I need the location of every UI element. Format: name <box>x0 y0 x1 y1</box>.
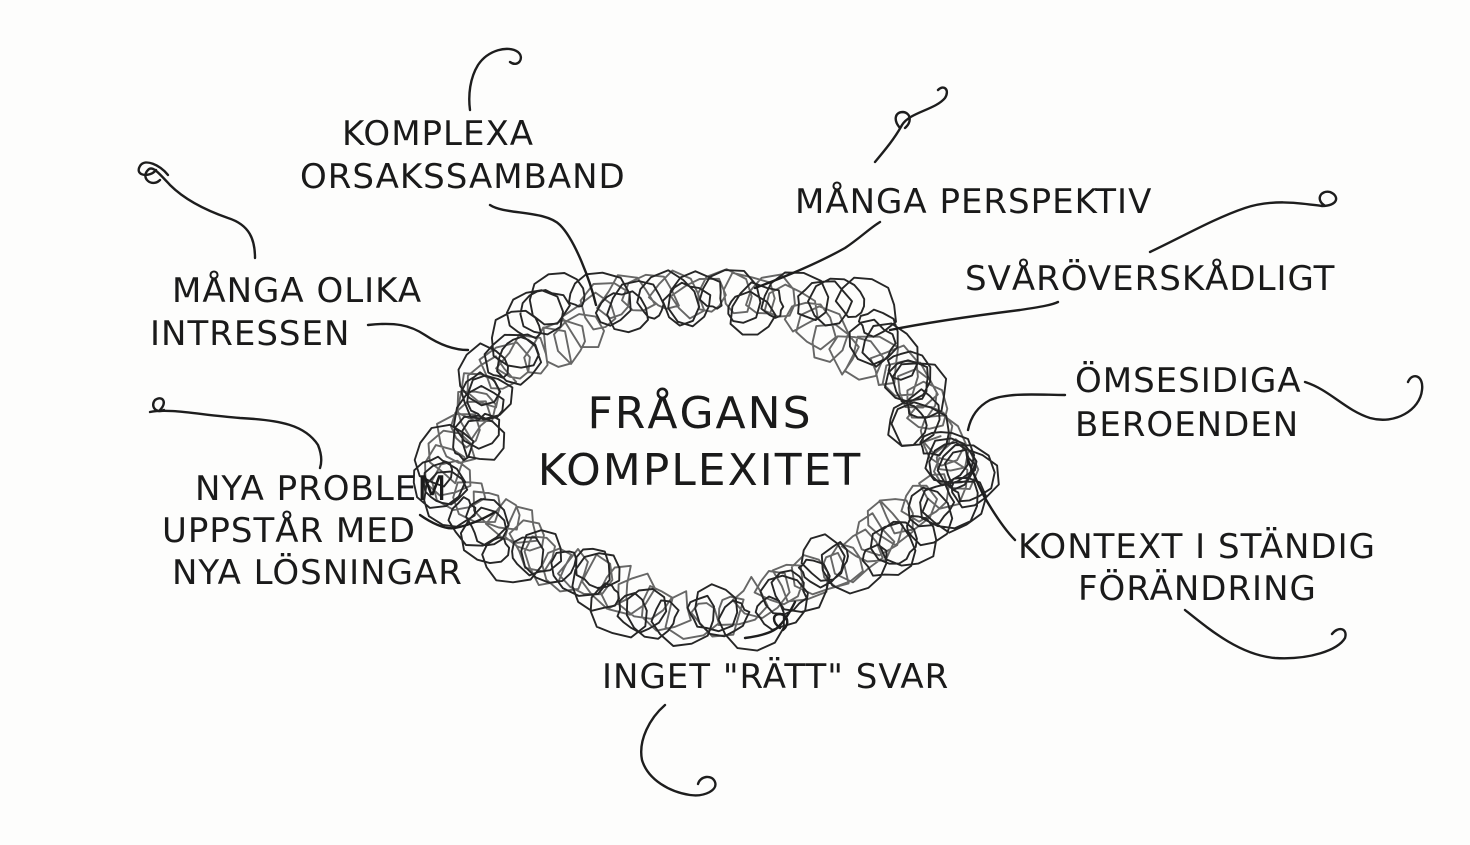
label-kontext-i-standig-forandring: KONTEXT I STÄNDIG FÖRÄNDRING <box>1018 527 1376 609</box>
connector-manga-olika <box>368 324 468 350</box>
label-line: FÖRÄNDRING <box>1078 568 1317 609</box>
center-title-line1: FRÅGANS <box>587 386 812 439</box>
label-manga-perspektiv: MÅNGA PERSPEKTIV <box>795 181 1152 222</box>
curl-tail-manga-perspektiv <box>875 88 947 162</box>
curl-tail-svaroverskadligt <box>1150 192 1336 252</box>
curl-tail-nya-problem <box>150 411 321 468</box>
label-line: MÅNGA PERSPEKTIV <box>795 181 1152 222</box>
label-svaroverskadligt: SVÅRÖVERSKÅDLIGT <box>965 258 1335 299</box>
label-line: SVÅRÖVERSKÅDLIGT <box>965 258 1335 299</box>
connector-kontext <box>968 460 1015 540</box>
curl-tail-omsesidiga <box>1305 376 1422 420</box>
curl-tail-komplexa <box>469 49 521 110</box>
label-manga-olika-intressen: MÅNGA OLIKA INTRESSEN <box>150 270 422 354</box>
label-line: NYA LÖSNINGAR <box>172 552 463 593</box>
label-line: ÖMSESIDIGA <box>1075 360 1302 401</box>
connector-omsesidiga <box>968 394 1065 430</box>
label-line: KOMPLEXA <box>342 114 534 154</box>
center-title-line2: KOMPLEXITET <box>538 445 863 496</box>
label-line: MÅNGA OLIKA <box>172 270 422 311</box>
curl-tail-kontext <box>1185 610 1346 658</box>
label-nya-problem: NYA PROBLEM UPPSTÅR MED NYA LÖSNINGAR <box>162 469 463 593</box>
curl-small-nya-problem <box>153 398 164 411</box>
label-line: KONTEXT I STÄNDIG <box>1018 527 1376 567</box>
label-line: BEROENDEN <box>1075 405 1299 445</box>
label-line: INTRESSEN <box>150 314 350 354</box>
center-title: FRÅGANS KOMPLEXITET <box>538 386 863 496</box>
curl-tail-manga-olika <box>145 168 255 258</box>
label-line: INGET "RÄTT" SVAR <box>602 657 949 697</box>
connector-svaroverskadligt <box>890 302 1058 330</box>
label-line: NYA PROBLEM <box>195 469 448 509</box>
label-line: UPPSTÅR MED <box>162 510 416 551</box>
label-inget-ratt-svar: INGET "RÄTT" SVAR <box>602 657 949 697</box>
label-omsesidiga-beroenden: ÖMSESIDIGA BEROENDEN <box>1075 360 1302 445</box>
curl-tail-inget-ratt <box>641 705 715 795</box>
label-komplexa-orsakssamband: KOMPLEXA ORSAKSSAMBAND <box>300 114 626 197</box>
label-line: ORSAKSSAMBAND <box>300 157 626 197</box>
